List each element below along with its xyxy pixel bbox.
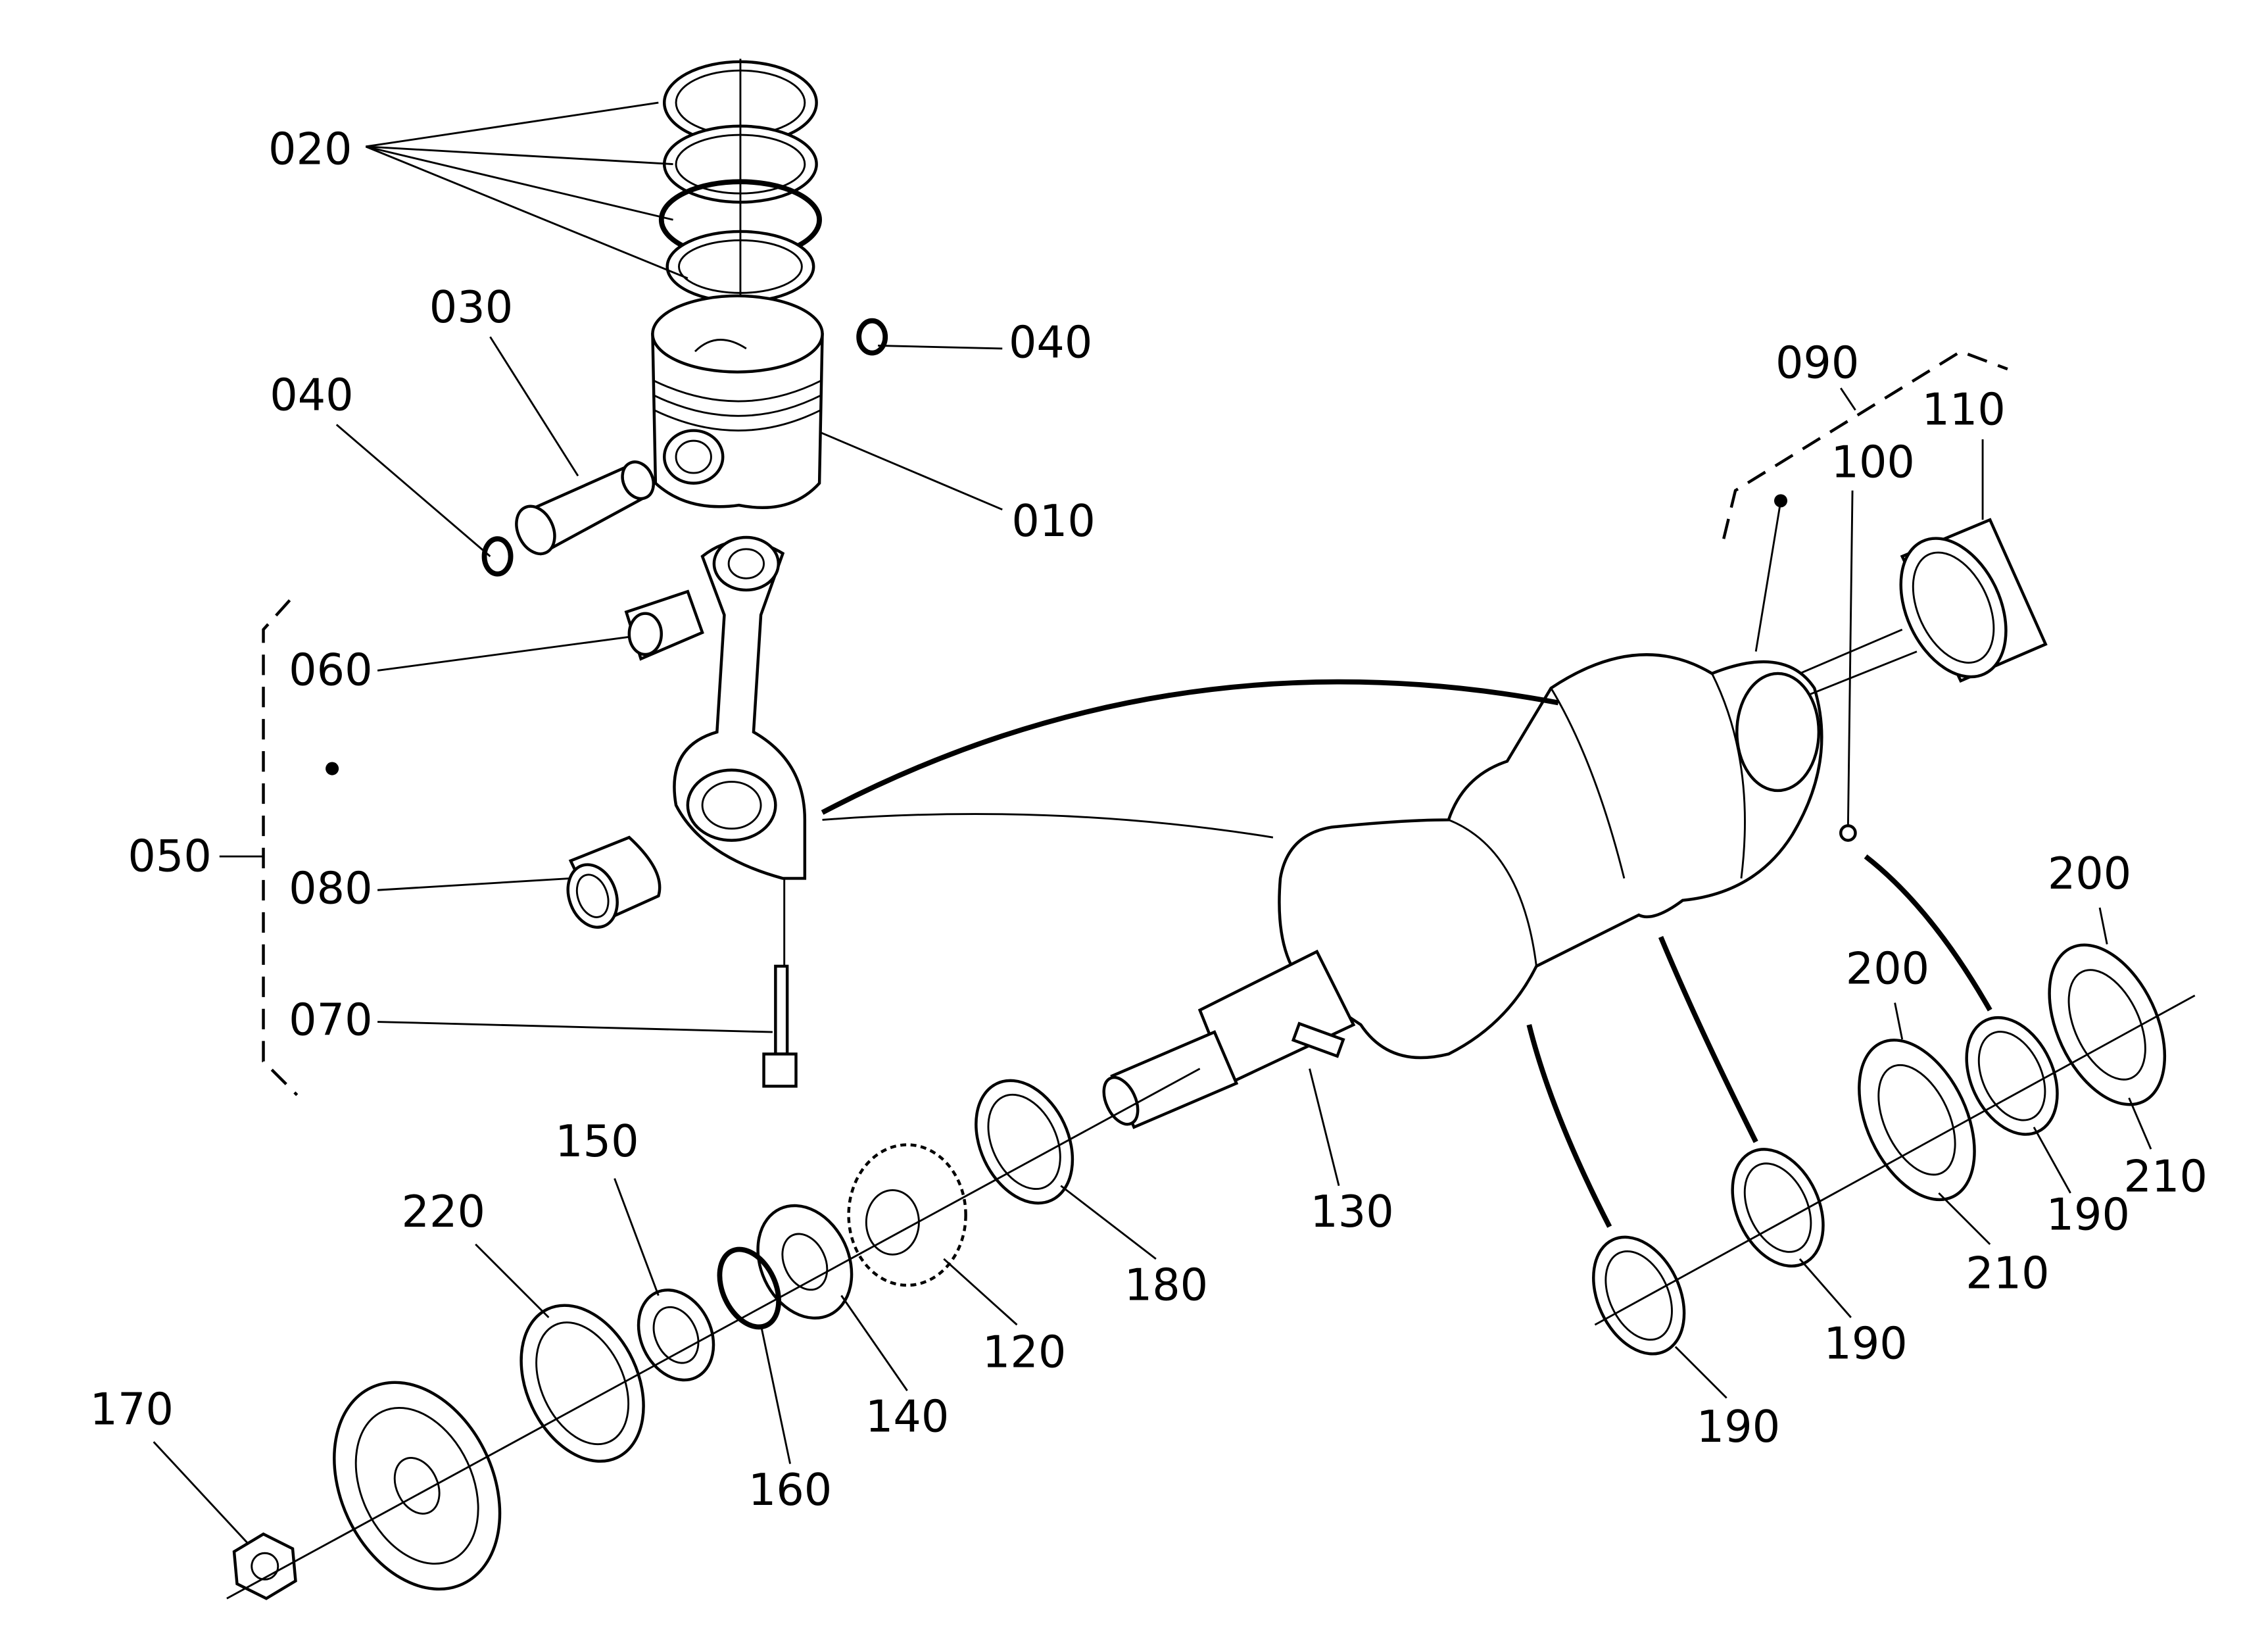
leader-line-010 xyxy=(819,431,1003,511)
leader-line-020 xyxy=(366,145,673,166)
callout-150: 150 xyxy=(555,1116,639,1167)
callout-170: 170 xyxy=(90,1383,174,1435)
callout-220: 220 xyxy=(402,1186,485,1237)
callout-060: 060 xyxy=(289,645,372,696)
callout-180: 180 xyxy=(1124,1259,1208,1310)
leader-line-070 xyxy=(377,1021,773,1033)
leader-line-080 xyxy=(377,877,571,891)
connecting-rod xyxy=(566,535,807,1088)
callout-110: 110 xyxy=(1921,384,2005,435)
callout-160: 160 xyxy=(748,1464,832,1515)
callout-130: 130 xyxy=(1310,1186,1393,1237)
callout-070: 070 xyxy=(289,995,372,1046)
leader-line-040 xyxy=(878,345,1003,350)
callout-210: 210 xyxy=(1966,1247,2049,1298)
leader-line-060 xyxy=(377,635,630,672)
callout-210: 210 xyxy=(2124,1151,2208,1202)
callout-020: 020 xyxy=(268,124,352,175)
callout-140: 140 xyxy=(865,1391,949,1442)
leader-line-220 xyxy=(475,1243,550,1319)
leader-line-210 xyxy=(2128,1097,2152,1150)
circlips xyxy=(481,318,888,577)
callout-120: 120 xyxy=(982,1327,1066,1378)
leader-line-130 xyxy=(1309,1068,1340,1187)
callout-190: 190 xyxy=(2046,1189,2130,1240)
callout-200: 200 xyxy=(2048,848,2131,899)
leader-line-140 xyxy=(840,1294,908,1392)
leader-line-200 xyxy=(1894,1002,1904,1040)
leader-line-020 xyxy=(365,145,673,221)
leader-line-210 xyxy=(1938,1192,1991,1245)
leader-line-040 xyxy=(335,424,491,558)
callout-040: 040 xyxy=(1009,316,1092,368)
callout-010: 010 xyxy=(1011,495,1095,547)
crankshaft xyxy=(1102,490,1918,1129)
leader-line-120 xyxy=(943,1258,1018,1326)
callout-040: 040 xyxy=(270,369,353,420)
leader-line-190 xyxy=(1674,1346,1727,1399)
callout-050: 050 xyxy=(128,830,211,881)
piston-rings xyxy=(658,59,822,315)
leader-line-020 xyxy=(366,101,659,148)
leader-line-180 xyxy=(1060,1185,1157,1260)
leader-lines xyxy=(153,101,2152,1545)
piston-pin xyxy=(515,460,655,556)
leader-line-020 xyxy=(365,145,688,280)
group-brackets xyxy=(262,349,2008,1228)
leader-line-170 xyxy=(153,1441,250,1545)
callout-090: 090 xyxy=(1775,337,1859,388)
callout-080: 080 xyxy=(289,862,372,914)
leader-line-190 xyxy=(1798,1258,1852,1318)
bushing-110 xyxy=(1899,518,2048,683)
leader-line-090 xyxy=(1840,387,1856,411)
callout-190: 190 xyxy=(1823,1317,1907,1369)
callout-100: 100 xyxy=(1831,437,1915,488)
leader-line-030 xyxy=(489,336,579,477)
leader-line-150 xyxy=(614,1178,660,1296)
leader-line-160 xyxy=(760,1324,792,1464)
main-bearings xyxy=(1592,943,2196,1356)
leader-line-190 xyxy=(2033,1127,2071,1194)
callout-200: 200 xyxy=(1846,943,1929,995)
callout-030: 030 xyxy=(429,282,513,333)
front-parts xyxy=(226,1068,1201,1600)
callout-190: 190 xyxy=(1697,1401,1780,1452)
piston xyxy=(651,294,824,510)
leader-line-200 xyxy=(2098,907,2108,945)
